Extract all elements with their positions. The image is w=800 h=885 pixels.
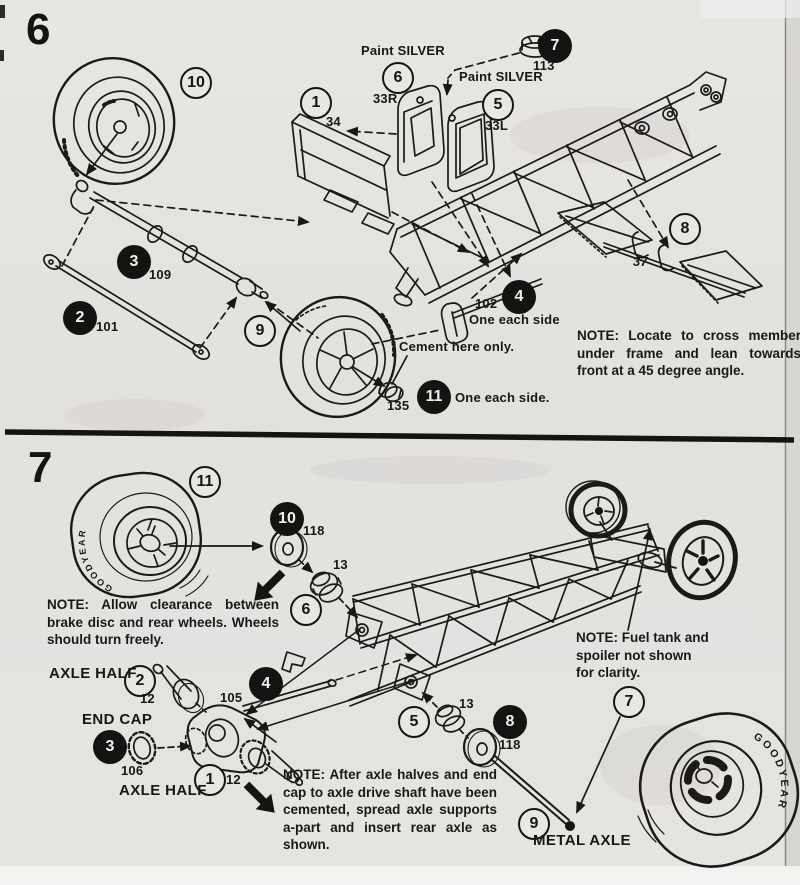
callout-7-7: 7 [613, 686, 645, 718]
part-33r-label: 33R [373, 91, 398, 106]
callout-7-5: 5 [398, 706, 430, 738]
callout-7-2: 2 [124, 665, 156, 697]
part-118-brake-label: 118 [303, 523, 325, 538]
callout-6-9: 9 [244, 315, 276, 347]
callout-6-10: 10 [180, 67, 212, 99]
axle-half-upper-caption: AXLE HALF [49, 665, 137, 682]
step7-metal-axle-illustration [491, 716, 621, 831]
step6-part135-illustration [378, 355, 408, 403]
callout-7-11: 11 [189, 466, 221, 498]
step7-assembly-note: NOTE: After axle halves and end cap to a… [283, 766, 497, 854]
step6-roll-cage-illustration [291, 113, 395, 235]
part-12-right-label: 12 [226, 772, 241, 787]
step6-note-prefix: NOTE: [577, 328, 619, 343]
callout-6-8: 8 [669, 213, 701, 245]
step7-front-wheels-illustration [565, 480, 738, 601]
step7-clearance-note-body: Allow clearance between brake disc and r… [47, 597, 280, 648]
callout-7-3: 3 [93, 730, 127, 764]
part-106-label: 106 [121, 763, 144, 778]
part-109-label: 109 [149, 267, 172, 282]
callout-6-3: 3 [117, 245, 151, 279]
step7-axle-assembly-illustration [127, 663, 337, 787]
step7-fuel-tank-note-body: Fuel tank and spoiler not shown for clar… [576, 630, 709, 681]
step-6-number: 6 [26, 5, 51, 54]
one-each-side-135-caption: One each side. [455, 390, 550, 405]
part-135-label: 135 [387, 398, 410, 413]
step7-fuel-tank-note: NOTE: Fuel tank and spoiler not shown fo… [576, 629, 710, 682]
axle-half-lower-caption: AXLE HALF [119, 782, 207, 799]
part-12-left-label: 12 [140, 691, 155, 706]
step7-bold-arrow-upper [254, 569, 286, 601]
part-113-label: 113 [533, 58, 555, 73]
part-102-label: 102 [475, 296, 498, 311]
callout-7-9: 9 [518, 808, 550, 840]
callout-7-8: 8 [493, 705, 527, 739]
callout-7-10: 10 [270, 502, 304, 536]
callout-7-6: 6 [290, 594, 322, 626]
part-101-label: 101 [96, 319, 119, 334]
step6-rear-wheel-illustration [279, 295, 397, 419]
metal-axle-caption: METAL AXLE [533, 832, 631, 849]
step-7-number: 7 [28, 443, 53, 492]
section-divider [4, 429, 795, 443]
part-118-right-label: 118 [499, 737, 521, 752]
step7-bold-arrow-lower [243, 781, 275, 813]
end-cap-caption: END CAP [82, 711, 153, 728]
part-13-right-label: 13 [459, 696, 474, 711]
step7-assembly-note-prefix: NOTE: [283, 767, 325, 782]
step6-front-wheel-illustration [52, 56, 176, 186]
step7-rear-slick-right-illustration [627, 528, 800, 868]
callout-6-11: 11 [417, 380, 451, 414]
part-33l-label: 33L [485, 118, 509, 133]
callout-6-4: 4 [502, 280, 536, 314]
step7-coupler-right-illustration [421, 691, 469, 739]
one-each-side-102-caption: One each side [469, 312, 560, 327]
step7-clearance-note: NOTE: Allow clearance between brake disc… [47, 596, 279, 649]
part-37-label: 37 [633, 254, 648, 269]
step7-rear-slick-left-illustration [69, 471, 264, 599]
step7-coupler-left-illustration [309, 571, 359, 619]
callout-6-7: 7 [538, 29, 572, 63]
paper-texture [65, 107, 720, 805]
callout-6-2: 2 [63, 301, 97, 335]
step7-chassis-frame-illustration [281, 521, 677, 707]
step7-disc-right-illustration [462, 727, 501, 768]
callout-7-4: 4 [249, 667, 283, 701]
callout-6-5: 5 [482, 89, 514, 121]
callout-7-1: 1 [194, 764, 226, 796]
step7-fuel-tank-note-prefix: NOTE: [576, 630, 618, 645]
step6-arrow-to-balljoint [264, 300, 301, 332]
part-105-label: 105 [220, 690, 243, 705]
step7-assembly-note-body: After axle halves and end cap to axle dr… [283, 767, 497, 853]
step6-front-wing-illustration [557, 179, 763, 304]
paint-silver-label-right: Paint SILVER [361, 43, 445, 58]
paint-silver-label-left: Paint SILVER [459, 69, 543, 84]
step6-chassis-frame-illustration [389, 71, 727, 307]
cement-here-caption: Cement here only. [399, 339, 515, 354]
callout-6-6: 6 [382, 62, 414, 94]
step6-note: NOTE: Locate to cross member under frame… [577, 327, 800, 380]
step6-front-axle-illustration [43, 179, 269, 360]
part-34-label: 34 [326, 114, 341, 129]
callout-6-1: 1 [300, 87, 332, 119]
step6-note-body: Locate to cross member under frame and l… [577, 328, 800, 379]
step7-clearance-note-prefix: NOTE: [47, 597, 89, 612]
part-13-coupler-label: 13 [333, 557, 348, 572]
